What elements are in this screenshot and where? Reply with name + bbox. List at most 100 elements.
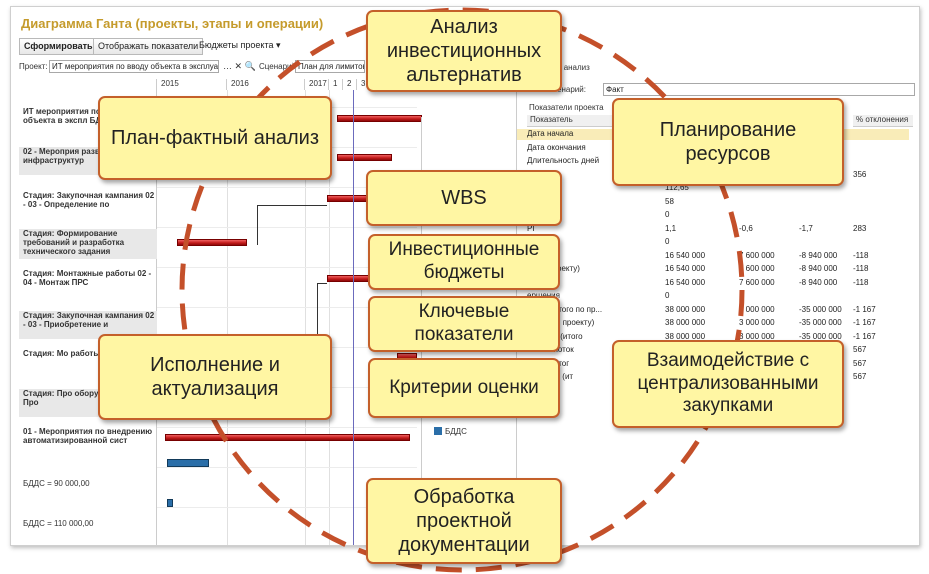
scenario-label: Сценарий: [259,62,299,71]
legend-swatch [434,427,442,435]
table-cell: 3 000 000 [739,318,775,327]
grid-line [329,90,330,545]
table-cell: -35 000 000 [799,304,842,314]
table-cell: 112,65 [665,183,689,192]
gantt-task-label: ИТ мероприятия по вводу объекта в экспл … [23,107,153,125]
table-cell: 16 540 000 [665,277,706,287]
quarter-header: 2 [343,79,357,90]
app-screenshot: Диаграмма Ганта (проекты, этапы и операц… [10,6,920,546]
table-cell: Дата окончания [527,142,586,152]
gantt-task-row[interactable]: Стадия: Монтажные работы 02 - 04 - Монта… [19,269,157,299]
table-cell: -0,6 [739,223,753,233]
table-cell: -1 167 [853,331,876,341]
gantt-bar[interactable] [337,154,392,161]
gantt-task-row[interactable]: ИТ мероприятия по вводу объекта в экспл … [19,107,157,137]
node-invest-budgets: Инвестиционные бюджеты [368,234,560,290]
table-cell: -35 000 000 [799,318,842,327]
table-cell: 38 000 000 [665,304,706,314]
table-cell: -8 940 000 [799,264,838,273]
node-wbs: WBS [366,170,562,226]
node-project-docs: Обработка проектной документации [366,478,562,564]
row-line [157,507,417,508]
gantt-task-label: 02 - Мероприя развертывани инфраструктур [23,147,139,165]
gantt-bar[interactable] [165,434,410,441]
table-cell: -118 [853,277,869,287]
row-line [157,307,417,308]
table-cell: -1 167 [853,304,876,314]
table-cell: Дата начала [527,129,574,138]
table-cell: 283 [853,223,867,233]
table-cell: 7 600 000 [739,264,775,273]
table-cell: 3 000 000 [739,331,775,341]
project-field[interactable]: ИТ мероприятия по вводу объекта в эксплу… [49,60,219,73]
clear-icon[interactable]: … ✕ 🔍 [223,61,256,71]
row-line [157,187,417,188]
gantt-task-label: 01 - Мероприятия по внедрению автоматизи… [23,427,153,445]
generate-button[interactable]: Сформировать [19,38,98,55]
table-row[interactable]: Дата окончания [517,143,909,154]
app-title: Диаграмма Ганта (проекты, этапы и операц… [21,16,324,31]
right-scenario-field[interactable]: Факт [603,83,915,96]
table-row[interactable]: ершения 0 [517,291,909,302]
table-row[interactable]: 112,65 [517,183,909,194]
gantt-task-label: Стадия: Закупочная кампания 02 - 03 - Оп… [23,191,155,209]
gantt-task-label: Стадия: Про оборудован 02 - 06 - Про [23,389,155,407]
gantt-task-row[interactable]: БДДС = 110 000,00 [19,519,157,531]
row-line [157,227,417,228]
legend-label: БДДС [445,427,467,436]
table-row[interactable]: 356 [517,170,909,181]
right-scenario-label: енарий: [557,85,586,94]
budget-block [167,459,209,467]
project-budgets-menu[interactable]: Бюджеты проекта ▾ [199,40,281,50]
table-cell: 58 [665,196,674,206]
quarter-header: 1 [329,79,343,90]
table-cell: 3 000 000 [739,304,775,314]
year-header: 2016 [227,79,305,90]
node-execution: Исполнение и актуализация [98,334,332,420]
gantt-task-row[interactable]: БДДС = 90 000,00 [19,479,157,491]
table-cell: -1,7 [799,223,813,233]
year-header: 2015 [157,79,227,90]
analysis-label: й анализ [557,63,590,72]
table-row[interactable]: 0 [517,210,909,221]
gantt-task-row[interactable]: Стадия: Формирование требований и разраб… [19,229,157,259]
table-cell: 0 [665,291,670,300]
table-cell: БДДС (итого по пр... [527,304,603,314]
gantt-task-label: Стадия: Монтажные работы 02 - 04 - Монта… [23,269,152,287]
budget-block [167,499,173,507]
table-cell: 7 600 000 [739,250,775,260]
table-row[interactable]: БДДС (итого по пр... 38 000 000 3 000 000 -… [517,305,909,316]
show-indicators-button[interactable]: Отображать показатели [93,38,204,55]
table-cell: 356 [853,169,867,179]
gantt-task-row[interactable]: 01 - Мероприятия по внедрению автоматизи… [19,427,157,457]
year-header: 2017 [305,79,329,90]
row-line [157,267,417,268]
gantt-task-row[interactable]: Стадия: Закупочная кампания 02 - 03 - Оп… [19,191,157,221]
row-line [157,467,417,468]
gantt-task-label: БДДС = 90 000,00 [23,479,90,488]
table-cell: 567 [853,372,867,381]
project-label: Проект: [19,62,48,71]
table-row[interactable]: 58 [517,197,909,208]
gantt-bar[interactable] [177,239,247,246]
gantt-task-row[interactable]: Стадия: Мо работы 02 - 05 - Уст [19,349,157,379]
node-central-procurement: Взаимодействие с централизованными закуп… [612,340,844,428]
table-cell: 16 540 000 [665,264,706,273]
table-cell: Длительность дней [527,156,600,165]
table-row[interactable]: Длительность дней [517,156,909,167]
node-key-indicators: Ключевые показатели [368,296,560,352]
table-cell: (итого по проекту) [527,318,595,327]
project-indicators-label: Показатели проекта [529,103,604,112]
table-cell: ершения [527,291,560,300]
gantt-task-label: Стадия: Мо работы 02 - 05 - Уст [23,349,148,358]
dashed-cycle-ring [179,7,745,573]
grid-line [227,90,228,545]
node-evaluation-criteria: Критерии оценки [368,358,560,418]
grid-line [305,90,306,545]
row-line [157,427,417,428]
table-cell: -8 940 000 [799,250,838,260]
table-cell: 38 000 000 [665,331,706,341]
